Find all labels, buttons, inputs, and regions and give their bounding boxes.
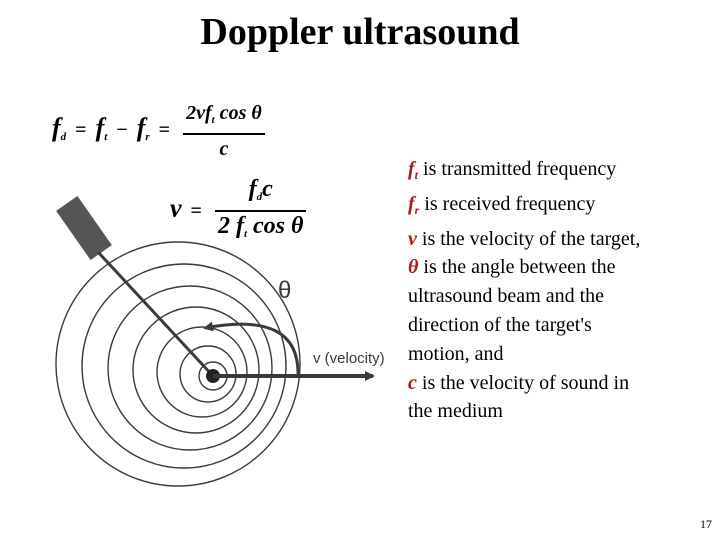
velocity-fraction: fdc 2 ft cos θ bbox=[214, 176, 307, 248]
fraction-denominator: 2 ft cos θ bbox=[217, 213, 304, 240]
fraction-numerator: fdc bbox=[214, 176, 307, 212]
fraction-numerator: 2vft cos θ bbox=[183, 100, 265, 135]
transducer-probe bbox=[56, 195, 112, 261]
ft-term: ft bbox=[95, 113, 108, 144]
wavefront-circles bbox=[55, 241, 301, 487]
equals-sign: = bbox=[75, 119, 87, 142]
wavefront-ring bbox=[107, 285, 273, 451]
wavefront-ring bbox=[132, 306, 260, 434]
doppler-fraction: 2vft cos θ c bbox=[183, 100, 265, 163]
velocity-label: v (velocity) bbox=[313, 350, 385, 367]
doppler-shift-equation: fd = ft − fr = 2vft cos θ c bbox=[52, 100, 269, 163]
definition-theta-cont-3: motion, and bbox=[408, 342, 504, 365]
v-term: v bbox=[170, 193, 182, 223]
definition-theta: θ is the angle between the bbox=[408, 256, 616, 279]
wavefront-ring bbox=[55, 241, 301, 487]
fr-term: fr bbox=[136, 113, 150, 144]
doppler-diagram: θ v (velocity) bbox=[55, 195, 385, 487]
ultrasound-beam-line bbox=[96, 250, 215, 378]
page-number: 17 bbox=[700, 517, 712, 531]
angle-arc bbox=[203, 321, 300, 377]
velocity-equation: v = fdc 2 ft cos θ bbox=[170, 176, 310, 248]
definition-theta-cont-1: ultrasound beam and the bbox=[408, 285, 605, 308]
wavefront-ring bbox=[81, 263, 287, 469]
definition-c-cont: the medium bbox=[408, 400, 503, 423]
definition-theta-cont-2: direction of the target's bbox=[408, 313, 592, 336]
angle-label: θ bbox=[278, 277, 291, 304]
definition-v: v is the velocity of the target, bbox=[408, 227, 641, 250]
definition-c: c is the velocity of sound in bbox=[408, 371, 630, 394]
slide-title: Doppler ultrasound bbox=[200, 11, 520, 53]
fd-term: fd bbox=[52, 113, 67, 144]
definition-fr: fr is received frequency bbox=[408, 192, 596, 217]
minus-sign: − bbox=[116, 119, 128, 142]
definition-ft: ft is transmitted frequency bbox=[408, 158, 617, 182]
definitions-text: ft is transmitted frequency fr is receiv… bbox=[408, 155, 708, 426]
wavefront-ring bbox=[156, 326, 248, 418]
equals-sign-2: = bbox=[158, 119, 171, 142]
fraction-denominator: c bbox=[219, 138, 229, 160]
equals-sign: = bbox=[190, 199, 202, 222]
